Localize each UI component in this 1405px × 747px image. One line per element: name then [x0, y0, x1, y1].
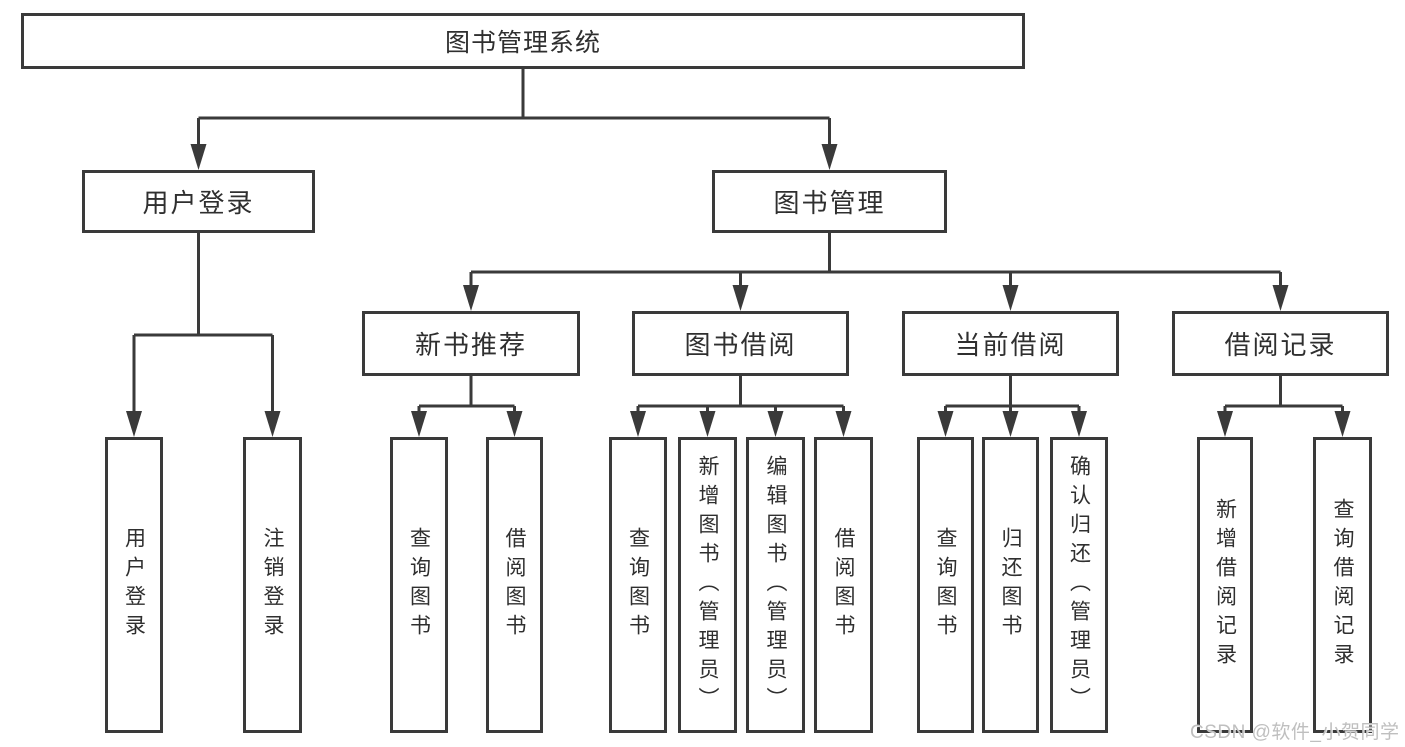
node-user-login-label: 用户登录	[142, 188, 255, 218]
csdn-watermark: CSDN @软件_小贺同学	[1190, 717, 1399, 744]
leaf-edit-books-admin-label: 编辑图书（管理员）	[764, 454, 787, 716]
arrowhead-to-recommend-query-books	[411, 411, 427, 437]
leaf-add-books-admin: 新增图书（管理员）	[678, 437, 737, 733]
arrowhead-to-edit-books	[767, 411, 784, 437]
arrowhead-to-borrow-records	[1272, 285, 1289, 311]
arrowhead-to-borrow-query-books	[630, 411, 646, 437]
arrowhead-to-add-borrow-record	[1217, 411, 1233, 437]
arrowhead-to-return-books	[1002, 411, 1019, 437]
leaf-confirm-return-admin: 确认归还（管理员）	[1050, 437, 1108, 733]
leaf-borrow-books: 借阅图书	[814, 437, 873, 733]
node-book-management: 图书管理	[712, 170, 947, 233]
node-current-borrow: 当前借阅	[902, 311, 1119, 376]
leaf-query-borrow-record: 查询借阅记录	[1313, 437, 1372, 733]
arrowhead-to-leaf-logout	[264, 411, 281, 437]
connector-bookborrow-to-leaves	[636, 376, 845, 413]
node-library-system-label: 图书管理系统	[444, 29, 601, 57]
leaf-current-query-books: 查询图书	[917, 437, 974, 733]
leaf-add-borrow-record: 新增借阅记录	[1197, 437, 1253, 733]
leaf-recommend-borrow-books-label: 借阅图书	[503, 527, 526, 643]
leaf-return-books: 归还图书	[982, 437, 1039, 733]
leaf-recommend-borrow-books: 借阅图书	[486, 437, 543, 733]
leaf-confirm-return-admin-label: 确认归还（管理员）	[1067, 454, 1091, 716]
node-book-management-label: 图书管理	[773, 188, 886, 218]
connector-root-to-level2	[197, 69, 831, 145]
connector-bookmgmt-to-level3	[469, 233, 1282, 287]
node-library-system: 图书管理系统	[21, 13, 1025, 69]
arrowhead-to-book-management	[821, 144, 838, 170]
leaf-user-login: 用户登录	[105, 437, 163, 733]
leaf-borrow-query-books: 查询图书	[609, 437, 667, 733]
leaf-query-borrow-record-label: 查询借阅记录	[1331, 498, 1354, 672]
leaf-edit-books-admin: 编辑图书（管理员）	[746, 437, 805, 733]
node-book-borrow: 图书借阅	[632, 311, 849, 376]
leaf-borrow-query-books-label: 查询图书	[626, 527, 650, 643]
arrowhead-to-query-borrow-record	[1334, 411, 1351, 437]
node-user-login: 用户登录	[82, 170, 315, 233]
arrowhead-to-current-borrow	[1002, 285, 1019, 311]
arrowhead-to-book-borrow	[732, 285, 749, 311]
arrowhead-to-borrow-books	[835, 411, 852, 437]
leaf-current-query-books-label: 查询图书	[934, 527, 957, 643]
connector-borrowrecords-to-leaves	[1223, 376, 1344, 413]
connector-newbook-to-leaves	[417, 376, 516, 413]
connector-currentborrow-to-leaves	[944, 376, 1081, 413]
node-current-borrow-label: 当前借阅	[954, 330, 1067, 360]
node-borrow-records-label: 借阅记录	[1224, 330, 1337, 360]
node-book-borrow-label: 图书借阅	[684, 330, 797, 360]
node-new-book-recommend: 新书推荐	[362, 311, 580, 376]
leaf-user-login-label: 用户登录	[122, 527, 146, 643]
arrowhead-to-current-query-books	[937, 411, 954, 437]
node-new-book-recommend-label: 新书推荐	[414, 330, 527, 360]
arrowhead-to-recommend-borrow-books	[506, 411, 523, 437]
arrowhead-to-new-book-recommend	[463, 285, 479, 311]
leaf-recommend-query-books-label: 查询图书	[407, 527, 431, 643]
arrowhead-to-add-books	[699, 411, 716, 437]
connector-userlogin-to-leaves	[132, 233, 274, 413]
leaf-borrow-books-label: 借阅图书	[832, 527, 855, 643]
leaf-recommend-query-books: 查询图书	[390, 437, 448, 733]
leaf-add-books-admin-label: 新增图书（管理员）	[696, 454, 719, 716]
node-borrow-records: 借阅记录	[1172, 311, 1389, 376]
arrowhead-to-confirm-return	[1071, 411, 1087, 437]
csdn-watermark-text: CSDN @软件_小贺同学	[1190, 722, 1400, 743]
leaf-return-books-label: 归还图书	[999, 527, 1022, 643]
leaf-logout: 注销登录	[243, 437, 302, 733]
leaf-logout-label: 注销登录	[261, 527, 284, 643]
arrowhead-to-leaf-user-login	[126, 411, 142, 437]
arrowhead-to-user-login	[190, 144, 207, 170]
leaf-add-borrow-record-label: 新增借阅记录	[1213, 498, 1237, 672]
